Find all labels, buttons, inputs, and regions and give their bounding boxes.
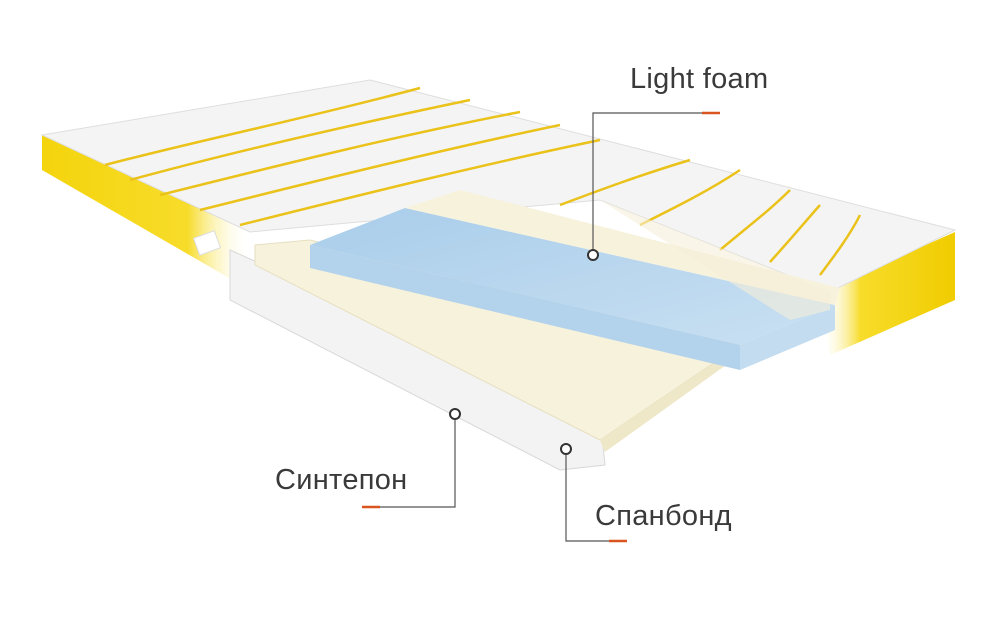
label-light-foam: Light foam bbox=[630, 63, 769, 95]
brand-tag-logo bbox=[192, 230, 222, 256]
mattress-right-side bbox=[820, 232, 955, 355]
sintepon-marker-dot bbox=[449, 408, 461, 420]
quilt-stripes bbox=[104, 86, 862, 276]
label-spanbond: Спанбонд bbox=[595, 500, 732, 532]
accent-dashes bbox=[362, 111, 720, 543]
light-foam-layer-side bbox=[310, 245, 740, 370]
light-foam-marker-dot bbox=[587, 249, 599, 261]
spanbond-marker-dot bbox=[560, 443, 572, 455]
light-foam-layer-top bbox=[310, 208, 835, 345]
callout-lines bbox=[362, 112, 720, 542]
label-sintepon: Синтепон bbox=[275, 464, 408, 496]
